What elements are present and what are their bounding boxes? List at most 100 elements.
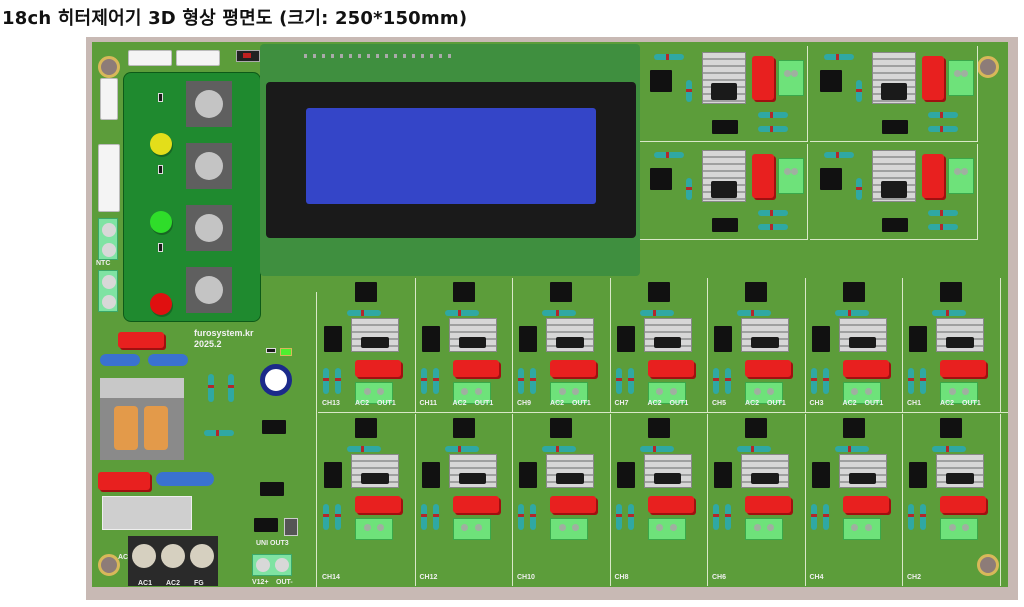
cell-divider bbox=[999, 414, 1001, 586]
snubber-capacitor bbox=[922, 154, 944, 198]
cell-divider bbox=[609, 414, 611, 586]
channel-cell: CH2 bbox=[903, 414, 1001, 586]
status-led-yellow bbox=[150, 133, 172, 155]
resistor bbox=[323, 368, 329, 394]
keypad-button-3[interactable] bbox=[186, 205, 232, 251]
resistor bbox=[928, 210, 958, 216]
mounting-hole bbox=[98, 554, 120, 576]
resistor bbox=[932, 310, 967, 316]
heatsink bbox=[838, 318, 887, 352]
diode-d5 bbox=[266, 348, 276, 353]
mounting-hole bbox=[977, 56, 999, 78]
resistor bbox=[932, 446, 967, 452]
heatsink bbox=[872, 52, 916, 104]
resistor bbox=[928, 126, 958, 132]
channel-label: CH7 bbox=[614, 400, 629, 407]
snubber-capacitor bbox=[752, 154, 774, 198]
resistor bbox=[908, 368, 914, 394]
heatsink bbox=[351, 454, 400, 488]
terminal-label-ac1: AC1 bbox=[138, 580, 153, 587]
ntc-terminal-1 bbox=[98, 218, 118, 260]
common-mode-choke bbox=[100, 378, 184, 460]
cell-divider bbox=[807, 144, 808, 240]
heatsink bbox=[351, 318, 400, 352]
optocoupler bbox=[421, 462, 440, 488]
varistor-rv1 bbox=[156, 472, 214, 486]
resistor bbox=[444, 310, 479, 316]
heatsink bbox=[872, 150, 916, 202]
optocoupler-pc8 bbox=[262, 420, 286, 434]
channel-label: CH8 bbox=[614, 574, 629, 581]
triac-driver-ic bbox=[452, 418, 475, 438]
triac-driver-ic bbox=[355, 418, 378, 438]
channel-label: CH13 bbox=[322, 400, 340, 407]
terminal-label-fg: FG bbox=[194, 580, 204, 587]
cell-divider bbox=[640, 141, 808, 142]
triac-driver-ic bbox=[550, 418, 573, 438]
heatsink bbox=[546, 454, 595, 488]
optocoupler bbox=[324, 462, 342, 488]
keypad-button-4[interactable] bbox=[186, 267, 232, 313]
section-divider bbox=[316, 292, 317, 587]
ac-side-label: AC bbox=[118, 554, 129, 561]
resistor bbox=[686, 178, 692, 200]
terminal-label-ac2: AC2 bbox=[166, 580, 181, 587]
snubber-capacitor bbox=[452, 360, 499, 377]
lcd-bezel bbox=[266, 82, 636, 238]
terminal-label-out1: OUT1 bbox=[864, 400, 884, 407]
cell-divider bbox=[807, 46, 808, 142]
resistor bbox=[834, 446, 869, 452]
cell-divider bbox=[902, 414, 903, 586]
optocoupler bbox=[712, 120, 738, 134]
snubber-capacitor bbox=[745, 360, 792, 377]
resistor bbox=[347, 310, 382, 316]
terminal-label-out1: OUT1 bbox=[377, 400, 396, 407]
capacitor-c2 bbox=[98, 472, 150, 490]
smd-resistor bbox=[158, 93, 163, 102]
channel-label: CH12 bbox=[419, 574, 438, 581]
cell-divider bbox=[810, 141, 978, 142]
output-terminal bbox=[252, 554, 292, 576]
cell-divider bbox=[804, 414, 806, 586]
silkscreen-version: 2025.2 bbox=[194, 339, 222, 349]
channel-output-terminal bbox=[745, 382, 784, 404]
channel-label: CH6 bbox=[712, 574, 727, 581]
snubber-capacitor bbox=[355, 496, 402, 513]
triac-driver-ic bbox=[940, 418, 963, 438]
channel-cell: CH4 bbox=[806, 414, 903, 586]
resistor bbox=[908, 504, 914, 530]
terminal-label-ac2: AC2 bbox=[842, 400, 857, 407]
resistor bbox=[758, 112, 788, 118]
channel-output-terminal bbox=[550, 518, 589, 540]
page-title: 18ch 히터제어기 3D 형상 평면도 (크기: 250*150mm) bbox=[2, 8, 468, 29]
top-channel-cell bbox=[810, 46, 978, 142]
capacitor-c3 bbox=[118, 332, 164, 348]
optocoupler bbox=[714, 462, 732, 488]
channel-label: CH2 bbox=[907, 574, 922, 581]
keypad-button-2[interactable] bbox=[186, 143, 232, 189]
heatsink bbox=[546, 318, 595, 352]
cell-divider bbox=[512, 414, 513, 586]
channel-output-terminal bbox=[355, 518, 394, 540]
resistor bbox=[920, 368, 926, 394]
cell-divider bbox=[707, 278, 708, 412]
reset-button[interactable] bbox=[236, 50, 260, 62]
snubber-capacitor bbox=[452, 496, 499, 513]
keypad-button-1[interactable] bbox=[186, 81, 232, 127]
terminal-label-out1: OUT1 bbox=[962, 400, 981, 407]
resistor bbox=[822, 504, 829, 530]
heatsink bbox=[643, 454, 692, 488]
snubber-capacitor bbox=[922, 56, 944, 100]
triac-driver-ic bbox=[745, 418, 768, 438]
cell-divider bbox=[977, 144, 978, 240]
channel-label: CH10 bbox=[517, 574, 535, 581]
cell-divider bbox=[804, 278, 806, 412]
resistor bbox=[518, 368, 524, 394]
lcd-pin-header bbox=[304, 54, 454, 58]
channel-label: CH5 bbox=[712, 400, 727, 407]
heatsink bbox=[448, 454, 497, 488]
resistor bbox=[444, 446, 479, 452]
optocoupler bbox=[616, 326, 635, 352]
